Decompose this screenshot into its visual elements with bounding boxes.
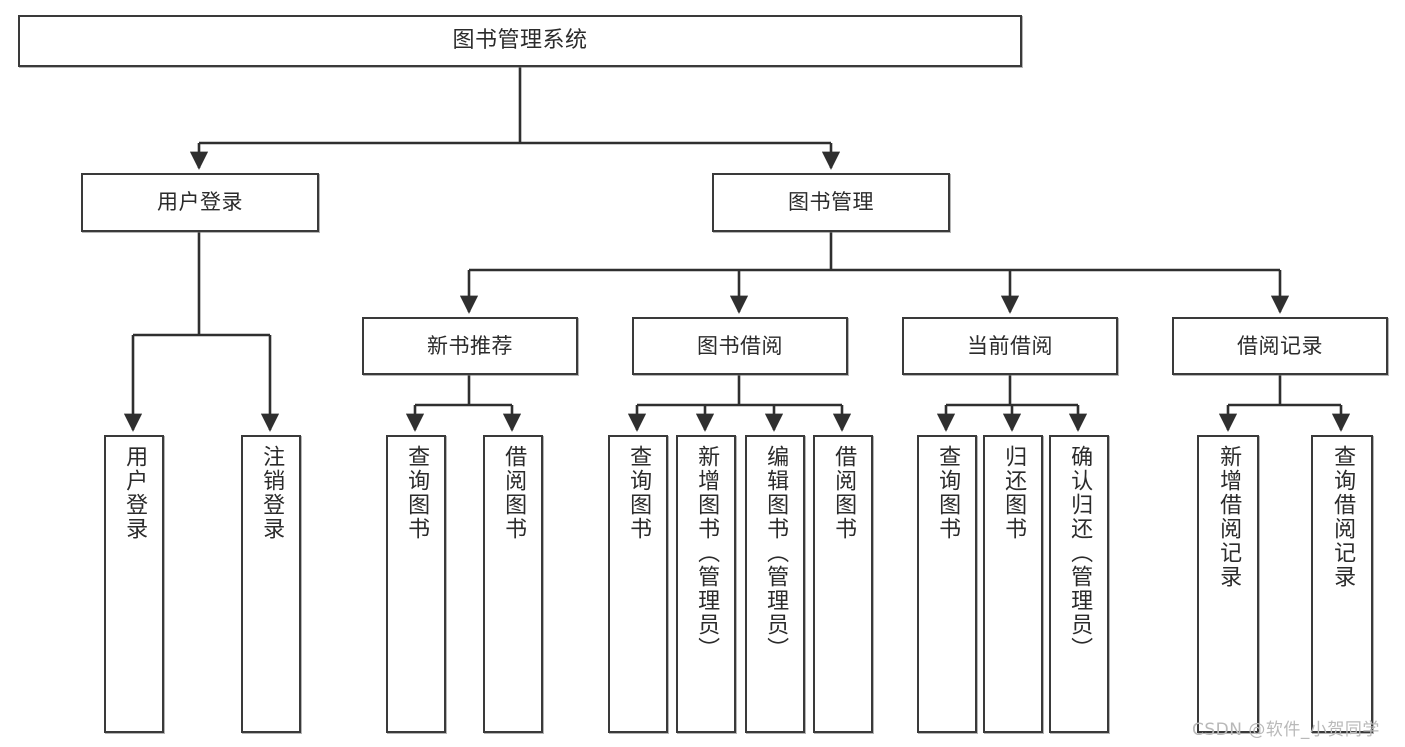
node-leaf-borrow-query-book[interactable]: 查询图书 <box>608 435 668 733</box>
node-book-management[interactable]: 图书管理 <box>712 173 950 232</box>
node-leaf-user-logout[interactable]: 注销登录 <box>241 435 301 733</box>
node-leaf-record-add[interactable]: 新增借阅记录 <box>1197 435 1259 733</box>
node-label: 查询图书 <box>404 445 430 541</box>
node-leaf-borrow-add-book[interactable]: 新增图书（管理员） <box>676 435 736 733</box>
node-label: 借阅图书 <box>501 445 527 541</box>
node-leaf-current-return-book[interactable]: 归还图书 <box>983 435 1043 733</box>
node-leaf-recommend-borrow-book[interactable]: 借阅图书 <box>483 435 543 733</box>
node-label: 图书借阅 <box>697 333 783 358</box>
node-label: 图书管理 <box>788 190 874 215</box>
node-borrow-record[interactable]: 借阅记录 <box>1172 317 1388 375</box>
node-leaf-borrow-do-borrow[interactable]: 借阅图书 <box>813 435 873 733</box>
node-label: 图书管理系统 <box>452 28 588 54</box>
node-leaf-record-query[interactable]: 查询借阅记录 <box>1311 435 1373 733</box>
node-label: 新增借阅记录 <box>1216 445 1242 589</box>
node-label: 当前借阅 <box>967 333 1053 358</box>
node-label: 用户登录 <box>122 445 148 541</box>
node-leaf-recommend-query-book[interactable]: 查询图书 <box>386 435 446 733</box>
node-new-book-recommend[interactable]: 新书推荐 <box>362 317 578 375</box>
node-current-borrow[interactable]: 当前借阅 <box>902 317 1118 375</box>
node-book-borrow[interactable]: 图书借阅 <box>632 317 848 375</box>
node-label: 编辑图书（管理员） <box>763 445 789 661</box>
node-leaf-current-query-book[interactable]: 查询图书 <box>917 435 977 733</box>
node-leaf-borrow-edit-book[interactable]: 编辑图书（管理员） <box>745 435 805 733</box>
node-label: 查询借阅记录 <box>1330 445 1356 589</box>
node-label: 确认归还（管理员） <box>1067 445 1093 661</box>
node-label: 归还图书 <box>1001 445 1027 541</box>
node-label: 查询图书 <box>626 445 652 541</box>
node-label: 新增图书（管理员） <box>694 445 720 661</box>
node-leaf-current-confirm-return[interactable]: 确认归还（管理员） <box>1049 435 1109 733</box>
node-leaf-user-login[interactable]: 用户登录 <box>104 435 164 733</box>
node-label: 借阅记录 <box>1237 333 1323 358</box>
node-label: 注销登录 <box>259 445 285 541</box>
node-label: 借阅图书 <box>831 445 857 541</box>
node-user-login[interactable]: 用户登录 <box>81 173 319 232</box>
node-label: 用户登录 <box>157 190 243 215</box>
node-label: 新书推荐 <box>427 333 513 358</box>
node-label: 查询图书 <box>935 445 961 541</box>
node-root-book-management-system[interactable]: 图书管理系统 <box>18 15 1022 67</box>
watermark-text: CSDN @软件_小贺同学 <box>1192 720 1380 740</box>
